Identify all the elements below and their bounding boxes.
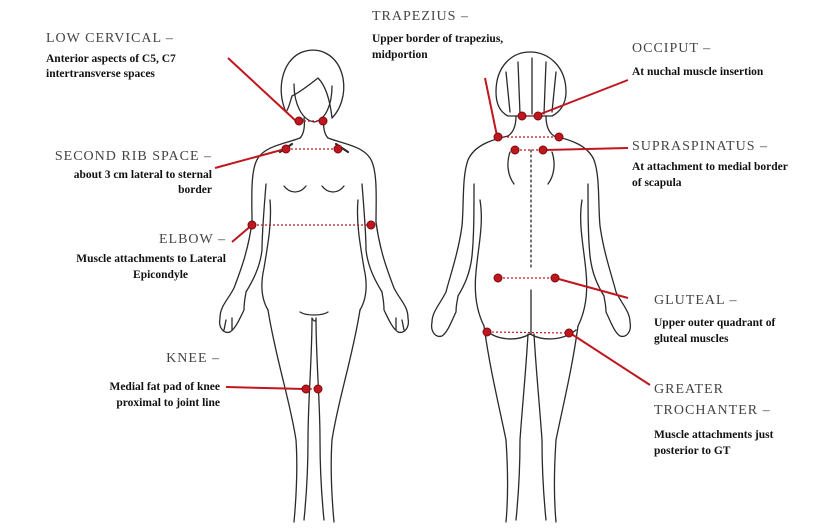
gluteal-desc-1: Upper outer quadrant of <box>654 317 775 329</box>
supraspinatus-desc-1: At attachment to medial border <box>632 161 788 173</box>
supraspinatus-point-right <box>539 146 547 154</box>
greater-trochanter-leader-line <box>570 333 650 385</box>
back-legs <box>484 326 578 522</box>
back-left-hand <box>432 296 458 336</box>
occiput-point-left <box>518 112 526 120</box>
second-rib-point-right <box>334 145 342 153</box>
second-rib-point-left <box>282 145 290 153</box>
greater-trochanter-point-left <box>483 328 491 336</box>
greater-trochanter-title-1: GREATER <box>654 382 724 397</box>
trapezius-desc-2: midportion <box>372 49 428 61</box>
knee-leader-line <box>226 387 305 389</box>
gluteal-point-right <box>551 274 559 282</box>
occiput-title: OCCIPUT – <box>632 41 711 56</box>
knee-desc-2: proximal to joint line <box>116 397 220 409</box>
second-rib-title: SECOND RIB SPACE – <box>55 149 212 164</box>
back-right-hand <box>604 296 630 336</box>
label-trapezius: TRAPEZIUS – Upper border of trapezius, m… <box>372 9 503 61</box>
front-face <box>294 84 332 122</box>
label-greater-trochanter: GREATER TROCHANTER – Muscle attachments … <box>654 382 774 457</box>
second-rib-leader-line <box>215 149 285 168</box>
low-cervical-desc-2: intertransverse spaces <box>46 68 155 80</box>
label-elbow: ELBOW – Muscle attachments to Lateral Ep… <box>76 232 226 281</box>
gluteal-title: GLUTEAL – <box>654 293 738 308</box>
label-occiput: OCCIPUT – At nuchal muscle insertion <box>632 41 764 78</box>
greater-trochanter-point-right <box>565 329 573 337</box>
low-cervical-desc-1: Anterior aspects of C5, C7 <box>46 53 176 65</box>
front-left-hand <box>220 292 246 332</box>
occiput-point-right <box>534 112 542 120</box>
label-supraspinatus: SUPRASPINATUS – At attachment to medial … <box>632 139 788 189</box>
knee-point-right <box>314 385 322 393</box>
supraspinatus-title: SUPRASPINATUS – <box>632 139 768 154</box>
trapezius-point-left <box>494 133 502 141</box>
second-rib-desc-2: border <box>178 184 212 196</box>
elbow-desc-1: Muscle attachments to Lateral <box>76 253 226 265</box>
label-second-rib-space: SECOND RIB SPACE – about 3 cm lateral to… <box>55 149 212 196</box>
front-legs <box>268 310 360 522</box>
back-hair <box>496 52 566 116</box>
gluteal-point-left <box>494 274 502 282</box>
elbow-desc-2: Epicondyle <box>133 269 188 281</box>
back-body-figure <box>432 52 631 522</box>
label-gluteal: GLUTEAL – Upper outer quadrant of glutea… <box>654 293 775 345</box>
label-low-cervical: LOW CERVICAL – Anterior aspects of C5, C… <box>46 31 176 80</box>
greater-trochanter-desc-2: posterior to GT <box>654 445 731 457</box>
supraspinatus-desc-2: of scapula <box>632 177 682 189</box>
low-cervical-point-right <box>319 117 327 125</box>
supraspinatus-leader-line <box>545 148 628 150</box>
low-cervical-point-left <box>295 117 303 125</box>
greater-trochanter-connector <box>488 332 568 333</box>
trapezius-leader-line <box>485 78 497 136</box>
gluteal-leader-line <box>555 278 628 298</box>
greater-trochanter-title-2: TROCHANTER – <box>654 403 771 418</box>
knee-desc-1: Medial fat pad of knee <box>109 381 220 393</box>
trapezius-point-right <box>555 133 563 141</box>
elbow-point-left <box>248 221 256 229</box>
trapezius-desc-1: Upper border of trapezius, <box>372 33 503 45</box>
knee-point-left <box>302 385 310 393</box>
occiput-leader-line <box>538 80 628 115</box>
marker-layer <box>215 58 650 393</box>
gluteal-desc-2: gluteal muscles <box>654 333 729 345</box>
greater-trochanter-desc-1: Muscle attachments just <box>654 429 774 441</box>
label-knee: KNEE – Medial fat pad of knee proximal t… <box>109 351 220 409</box>
front-right-hand <box>382 292 408 332</box>
supraspinatus-point-left <box>511 146 519 154</box>
low-cervical-title: LOW CERVICAL – <box>46 31 174 46</box>
second-rib-desc-1: about 3 cm lateral to sternal <box>74 169 212 181</box>
elbow-title: ELBOW – <box>159 232 226 247</box>
knee-title: KNEE – <box>166 351 220 366</box>
occiput-desc-1: At nuchal muscle insertion <box>632 66 764 78</box>
front-hair <box>281 50 344 118</box>
elbow-point-right <box>367 221 375 229</box>
trapezius-title: TRAPEZIUS – <box>372 9 469 24</box>
